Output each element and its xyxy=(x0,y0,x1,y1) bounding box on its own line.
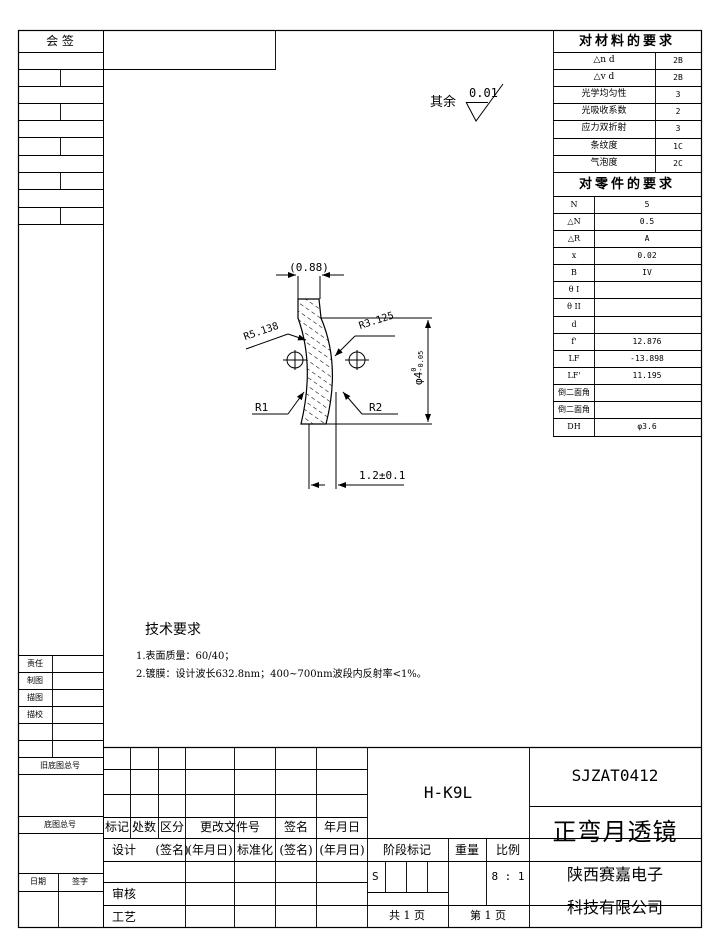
tech-requirement-item-2: 2.镀膜：设计波长632.8nm；400~700nm波段内反射率<1%。 xyxy=(136,669,427,680)
standardization-label: 标准化 xyxy=(236,843,274,857)
surface-r1-label: R1 xyxy=(255,401,269,414)
sheet-border xyxy=(17,29,703,929)
part-req-label: f' xyxy=(571,337,577,346)
part-req-label: θ II xyxy=(567,302,581,311)
standardization-signature: (签名) xyxy=(279,843,313,857)
date-label: 日期 xyxy=(30,877,46,886)
part-req-label: △N xyxy=(567,217,581,226)
diameter-label: φ4 xyxy=(412,371,425,385)
material-req-value: 2 xyxy=(675,107,681,116)
header-mark: 标记 xyxy=(104,820,130,834)
material-req-label: 条纹度 xyxy=(590,141,618,151)
stage-value: S xyxy=(372,870,379,883)
part-req-label: N xyxy=(570,200,578,209)
part-req-label: 倒二面角 xyxy=(558,405,590,414)
material-req-value: 2B xyxy=(673,56,683,65)
material-requirements-title: 对材料的要求 xyxy=(578,34,676,49)
part-req-label: LF' xyxy=(567,371,581,380)
material-req-label: △v d xyxy=(593,72,615,82)
surface-note-value: 0.01 xyxy=(469,86,498,100)
part-req-value: 12.876 xyxy=(632,337,662,346)
material-req-label: 光学均匀性 xyxy=(581,89,627,99)
scale-value: 8 : 1 xyxy=(491,870,525,883)
company-line-2: 科技有限公司 xyxy=(566,898,664,917)
drawing-number: SJZAT0412 xyxy=(571,766,659,785)
part-req-value: 5 xyxy=(644,200,650,209)
part-req-label: B xyxy=(571,268,577,277)
standardization-date: (年月日) xyxy=(319,843,365,857)
diameter-tol-lower: -0.05 xyxy=(416,350,425,372)
part-req-label: 倒二面角 xyxy=(558,388,590,397)
left-label-responsible: 责任 xyxy=(27,659,43,668)
part-requirements-title: 对零件的要求 xyxy=(578,177,676,192)
material-req-value: 2B xyxy=(673,73,683,82)
header-change-doc: 更改文件号 xyxy=(199,820,261,834)
left-label-traced: 描图 xyxy=(27,693,43,702)
material-grade: H-K9L xyxy=(423,783,473,802)
surface-note-label: 其余 xyxy=(430,95,457,110)
tech-requirements-title: 技术要求 xyxy=(145,622,201,638)
left-label-trace-check: 描校 xyxy=(27,710,43,719)
part-req-value: 11.195 xyxy=(632,371,662,380)
part-name: 正弯月透镜 xyxy=(552,818,678,846)
design-label: 设计 xyxy=(111,843,137,857)
material-req-value: 1C xyxy=(673,142,683,151)
review-label: 审核 xyxy=(111,887,137,901)
header-count: 处数 xyxy=(131,820,157,834)
material-req-value: 2C xyxy=(673,159,683,168)
stage-mark-label: 阶段标记 xyxy=(382,843,432,857)
base-number-label: 底图总号 xyxy=(44,820,76,829)
part-req-value: IV xyxy=(642,268,652,277)
part-req-value: A xyxy=(644,234,650,243)
old-base-number-label: 旧底图总号 xyxy=(40,761,80,770)
weight-label: 重量 xyxy=(454,843,480,857)
material-req-label: △n d xyxy=(593,55,615,65)
diameter-dimension: φ4 0 -0.05 xyxy=(409,350,426,385)
material-req-label: 气泡度 xyxy=(590,158,618,168)
process-label: 工艺 xyxy=(111,910,137,924)
page-number: 第 1 页 xyxy=(470,909,506,922)
company-line-1: 陕西赛嘉电子 xyxy=(566,865,664,884)
design-date: (年月日) xyxy=(187,843,233,857)
left-label-drawn: 制图 xyxy=(27,676,43,685)
material-req-value: 3 xyxy=(675,124,681,133)
design-signature: (签名) xyxy=(155,843,189,857)
countersign-label: 会 签 xyxy=(46,34,74,48)
surface-r2-label: R2 xyxy=(369,401,383,414)
scale-label: 比例 xyxy=(495,843,521,857)
material-req-label: 光吸收系数 xyxy=(581,106,627,116)
part-req-label: d xyxy=(571,320,577,329)
material-req-value: 3 xyxy=(675,90,681,99)
total-pages: 共 1 页 xyxy=(389,909,425,922)
part-req-label: △R xyxy=(567,234,581,243)
part-req-value: 0.02 xyxy=(637,251,657,260)
part-req-label: θ I xyxy=(568,285,580,294)
part-req-value: 0.5 xyxy=(639,217,655,226)
part-req-label: LF xyxy=(568,354,580,363)
material-req-label: 应力双折射 xyxy=(581,123,627,133)
sign-label: 签字 xyxy=(72,877,88,886)
header-zone: 区分 xyxy=(159,820,185,834)
part-req-label: x xyxy=(571,251,577,260)
part-req-label: DH xyxy=(567,422,581,431)
part-req-value: φ3.6 xyxy=(637,422,657,431)
dim-top-label: (0.88) xyxy=(289,261,329,274)
thickness-label: 1.2±0.1 xyxy=(359,469,406,482)
part-req-value: -13.898 xyxy=(630,354,664,363)
header-signature: 签名 xyxy=(283,820,309,834)
header-date: 年月日 xyxy=(323,820,361,834)
tech-requirement-item-1: 1.表面质量：60/40； xyxy=(136,651,235,662)
